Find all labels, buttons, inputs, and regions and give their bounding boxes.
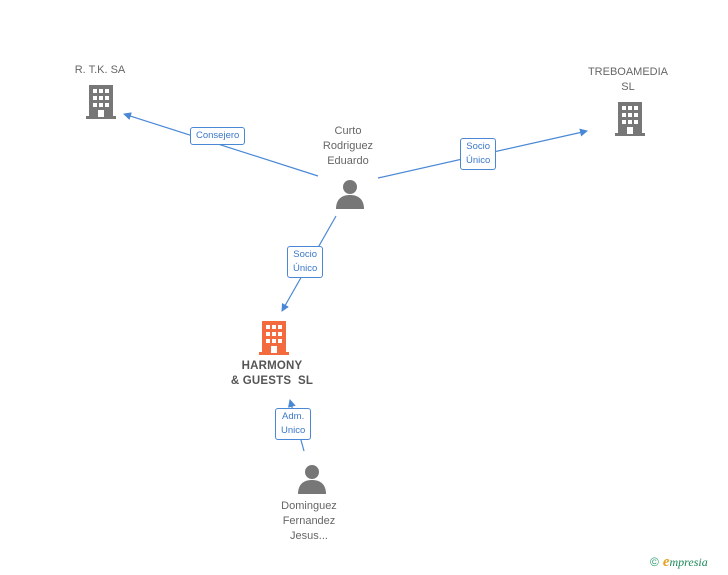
building-icon[interactable] [85,84,117,120]
node-curto-label-line: Eduardo [327,155,369,167]
edge-label-text: Único [466,155,491,166]
edge-label-text: Socio [466,141,491,152]
node-curto-label: Curto Rodriguez Eduardo [298,124,398,169]
node-harmony-label: HARMONY & GUESTS SL [212,359,332,389]
edge-label-text: Unico [281,425,306,436]
person-icon[interactable] [297,464,327,494]
brand-logo: ©empresia [650,554,708,571]
node-rtk-label: R. T.K. SA [58,63,142,78]
building-icon[interactable] [258,320,290,356]
copyright-icon: © [650,555,659,569]
node-dominguez-label-line: Jesus... [290,530,328,542]
node-dominguez[interactable]: Dominguez Fernandez Jesus... [259,499,359,544]
brand-initial: e [662,554,670,570]
edge-label-socio-unico-treboa[interactable]: Socio Único [460,138,497,170]
node-dominguez-label-line: Fernandez [282,515,336,527]
node-curto-label-line: Rodriguez [322,140,374,152]
node-curto-label-line: Curto [334,125,362,137]
person-icon[interactable] [335,179,365,209]
brand-name: mpresia [669,555,708,569]
edge-label-text: Consejero [196,130,240,141]
edge-label-text: Adm. [282,411,305,422]
node-harmony[interactable]: HARMONY & GUESTS SL [212,359,332,389]
node-rtk[interactable]: R. T.K. SA [58,63,142,78]
edge-consejero [123,112,319,177]
edge-label-socio-unico-harmony[interactable]: Socio Único [287,246,324,278]
edge-label-adm-unico[interactable]: Adm. Unico [275,408,312,440]
node-rtk-label-line: R. T.K. SA [74,64,126,76]
node-dominguez-label-line: Dominguez [281,500,337,512]
node-harmony-label-line: & GUESTS SL [230,375,314,387]
node-treboamedia-label: TREBOAMEDIA SL [578,65,678,95]
edge-label-consejero[interactable]: Consejero [190,127,246,145]
node-dominguez-label: Dominguez Fernandez Jesus... [259,499,359,544]
node-treboamedia[interactable]: TREBOAMEDIA SL [578,65,678,95]
edge-label-text: Único [293,263,318,274]
building-icon[interactable] [614,101,646,137]
node-treboamedia-label-line: SL [621,81,635,93]
node-curto[interactable]: Curto Rodriguez Eduardo [298,124,398,169]
node-harmony-label-line: HARMONY [241,360,303,372]
node-treboamedia-label-line: TREBOAMEDIA [587,66,669,78]
edge-label-text: Socio [293,249,318,260]
